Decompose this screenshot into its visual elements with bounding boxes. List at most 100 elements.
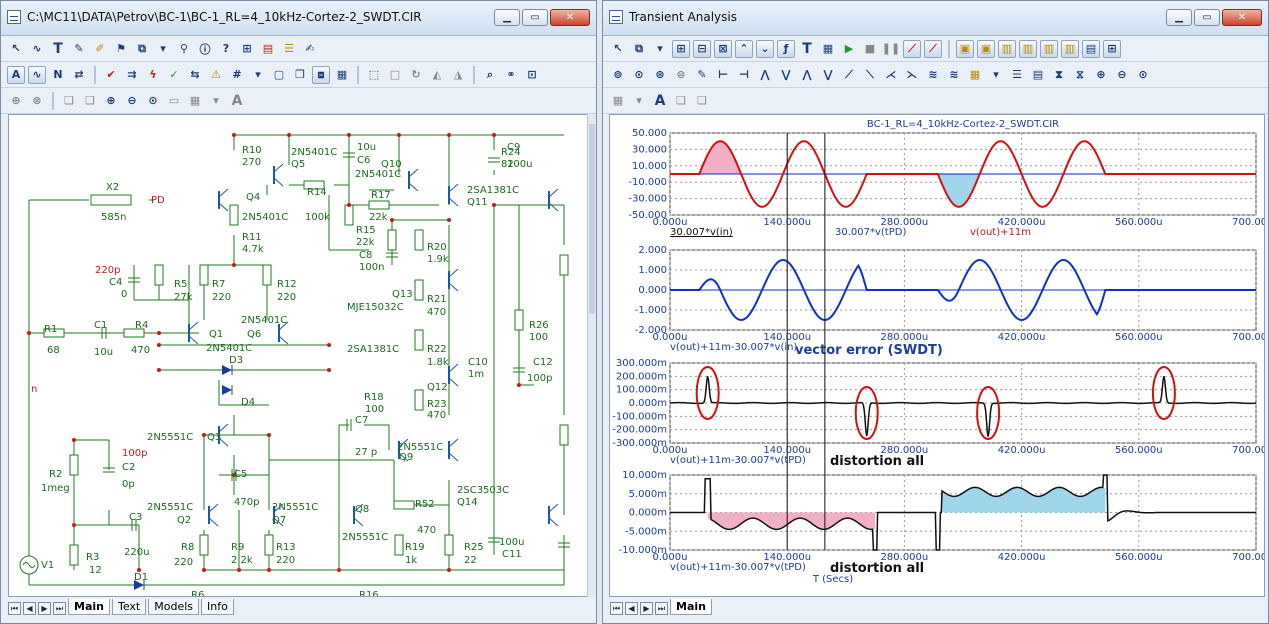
component-icon[interactable]: ⧉	[635, 41, 643, 55]
resistor[interactable]	[123, 328, 145, 338]
resistor[interactable]	[199, 264, 209, 286]
net-icon[interactable]: ⊞	[242, 42, 252, 55]
font-icon[interactable]: A	[231, 92, 243, 109]
binoculars-icon[interactable]: ⚭	[506, 68, 516, 81]
resistor[interactable]	[368, 200, 390, 210]
tab-main[interactable]: Main	[68, 599, 110, 615]
maximize-button[interactable]: ▭	[522, 9, 548, 26]
print-icon[interactable]: ▭	[168, 94, 180, 107]
props-icon[interactable]: ▦	[336, 68, 348, 81]
plot-a-icon[interactable]: ▣	[956, 39, 974, 58]
zoom-in-icon[interactable]: ⊕	[106, 94, 116, 107]
resistor[interactable]	[264, 534, 274, 556]
mark-5-icon[interactable]: ⋀	[802, 68, 812, 81]
dropdown3-icon[interactable]: ▾	[213, 94, 219, 107]
edit-icon[interactable]: ✍	[305, 42, 315, 55]
mirror-icon[interactable]: ◭	[432, 68, 442, 81]
close-button[interactable]: ✕	[550, 9, 590, 26]
mark-3-icon[interactable]: ⋀	[760, 68, 770, 81]
zoom-fit-icon[interactable]: ⊡	[527, 68, 537, 81]
zoom-out-icon[interactable]: ⊖	[127, 94, 137, 107]
resistor[interactable]	[344, 204, 354, 226]
warning-icon[interactable]: ⚠	[211, 68, 221, 81]
last-tab-icon[interactable]: ⏭	[53, 602, 66, 615]
edit-icon[interactable]: ✎	[697, 68, 707, 81]
resistor[interactable]	[387, 229, 397, 251]
resistor[interactable]	[69, 544, 79, 566]
flag-icon[interactable]: ⚑	[116, 42, 126, 55]
tab-info[interactable]: Info	[201, 599, 234, 615]
probe-icon[interactable]: ⚲	[179, 42, 189, 55]
split-icon[interactable]: ▤	[1082, 39, 1100, 58]
mark-2-icon[interactable]: ⊣	[738, 68, 750, 81]
dropdown-icon[interactable]: ▾	[657, 42, 663, 55]
resistor[interactable]	[444, 534, 454, 556]
minimize-button[interactable]: ▁	[494, 9, 520, 26]
prev-tab-icon[interactable]: ◀	[23, 602, 36, 615]
paste-icon[interactable]: ❑	[697, 94, 707, 107]
copy-icon[interactable]: ❐	[295, 68, 305, 81]
grid-b-icon[interactable]: ▥	[1019, 39, 1037, 58]
text-attr-icon[interactable]: A	[7, 65, 25, 84]
tab-models[interactable]: Models	[148, 599, 199, 615]
zoom-y-icon[interactable]: ⊜	[676, 68, 686, 81]
first-tab-icon[interactable]: ⏮	[610, 602, 623, 615]
resistor[interactable]	[154, 264, 164, 286]
resistor[interactable]	[393, 500, 415, 510]
analysis-titlebar[interactable]: Transient Analysis ▁ ▭ ✕	[603, 1, 1268, 36]
cursor-b-icon[interactable]: ⟋	[924, 39, 942, 58]
zoom-x-icon[interactable]: ⊛	[655, 68, 665, 81]
resistor[interactable]	[229, 204, 239, 226]
select-arrow-icon[interactable]: ↖	[11, 42, 21, 55]
tab-main[interactable]: Main	[670, 599, 712, 615]
next-tab-icon[interactable]: ▶	[38, 602, 51, 615]
list-icon[interactable]: ☰	[284, 42, 294, 55]
plot-b-icon[interactable]: ▣	[977, 39, 995, 58]
grid-c-icon[interactable]: ▥	[1040, 39, 1058, 58]
scale-icon[interactable]: ⊞	[672, 39, 690, 58]
resistor[interactable]	[514, 309, 524, 331]
resistor[interactable]	[69, 454, 79, 476]
wire-icon[interactable]: ∿	[32, 42, 42, 55]
help-icon[interactable]: ?	[222, 42, 230, 55]
zoom-in-icon[interactable]: ⊕	[1096, 68, 1106, 81]
analysis-close-button[interactable]: ✕	[1222, 9, 1262, 26]
grid-a-icon[interactable]: ▥	[998, 39, 1016, 58]
text-tool-icon[interactable]: T	[802, 40, 812, 57]
diode[interactable]	[222, 385, 232, 395]
node-icon[interactable]: N	[53, 68, 63, 81]
resistor[interactable]	[414, 279, 424, 301]
cut-icon[interactable]: ❏	[64, 94, 74, 107]
dropdown2-icon[interactable]: ▾	[255, 68, 261, 81]
expand-icon[interactable]: ⧖	[1076, 67, 1084, 81]
zoom-out-icon[interactable]: ⊖	[1117, 68, 1127, 81]
zoom-100-icon[interactable]: ⊙	[148, 94, 158, 107]
arrows-icon[interactable]: ⇉	[127, 68, 137, 81]
resistor[interactable]	[43, 328, 65, 338]
pause-icon[interactable]: ❚❚	[881, 42, 901, 55]
collapse-icon[interactable]: ⧗	[1055, 67, 1063, 81]
mark-7-icon[interactable]: ⟋	[845, 67, 853, 81]
diode[interactable]	[134, 580, 144, 590]
valley-icon[interactable]: ⌄	[756, 39, 774, 58]
mark-12-icon[interactable]: ≋	[949, 68, 959, 81]
mark-11-icon[interactable]: ≋	[928, 68, 938, 81]
paste-icon[interactable]: ❑	[85, 94, 95, 107]
resistor[interactable]	[199, 534, 209, 556]
text-tool-icon[interactable]: T	[53, 40, 63, 57]
resistor[interactable]	[559, 424, 569, 446]
resistor[interactable]	[303, 180, 325, 190]
next-tab-icon[interactable]: ▶	[640, 602, 653, 615]
rect-icon[interactable]: □	[389, 68, 401, 81]
wire-attr-icon[interactable]: ∿	[28, 65, 46, 84]
dropdown-icon[interactable]: ▾	[160, 42, 166, 55]
copy-icon[interactable]: ❏	[676, 94, 686, 107]
pen-icon[interactable]: ✎	[74, 42, 84, 55]
tab-text[interactable]: Text	[111, 599, 147, 615]
flip-icon[interactable]: ◮	[453, 68, 463, 81]
grid-d-icon[interactable]: ▥	[1061, 39, 1079, 58]
grid-icon[interactable]: #	[232, 68, 242, 81]
zoom-100-icon[interactable]: ⊙	[1138, 68, 1148, 81]
mark-6-icon[interactable]: ⋁	[823, 68, 833, 81]
